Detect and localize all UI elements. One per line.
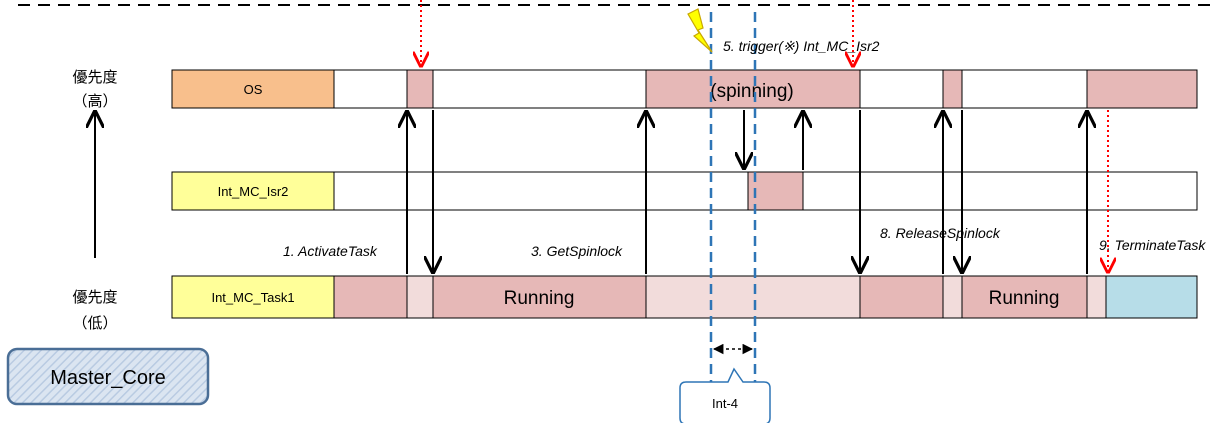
- task-block-5: [1086, 275, 1107, 319]
- lane-isr: Int_MC_Isr2: [171, 171, 1198, 211]
- task-block-idle: [1105, 275, 1198, 319]
- task-block-waiting: [645, 275, 861, 319]
- callout-label: Int-4: [712, 396, 738, 411]
- annotation-activate-task: 1. ActivateTask: [283, 243, 378, 259]
- priority-low-sub: （低）: [72, 314, 117, 332]
- os-label: OS: [244, 82, 263, 97]
- annotation-trigger: 5. trigger(※) Int_MC_Isr2: [723, 38, 880, 54]
- isr-block: [747, 171, 804, 211]
- priority-low-label: 優先度: [72, 288, 117, 306]
- task-label: Int_MC_Task1: [211, 290, 294, 305]
- lightning-icon: [687, 8, 713, 53]
- task-block-running-2: [961, 275, 1088, 319]
- os-label-box: [171, 69, 335, 109]
- task-block-4: [942, 275, 963, 319]
- task-block-running-1: [432, 275, 647, 319]
- lane-task: Int_MC_Task1 Running Running: [171, 275, 1198, 319]
- callout-box: [679, 367, 771, 423]
- annotation-release-spinlock: 8. ReleaseSpinlock: [880, 225, 1001, 241]
- isr-label-box: [171, 171, 335, 211]
- annotation-terminate-task: 9. TerminateTask: [1099, 237, 1206, 253]
- os-block-1: [406, 69, 434, 109]
- priority-high-label: 優先度: [72, 68, 117, 86]
- lane-os: OS (spinning): [171, 69, 1198, 109]
- priority-high-sub: （高）: [72, 92, 117, 110]
- isr-label: Int_MC_Isr2: [218, 184, 289, 199]
- running-label-2: Running: [989, 288, 1060, 309]
- core-badge-label: Master_Core: [50, 367, 166, 389]
- transition-arrows: [407, 110, 1087, 274]
- running-label-1: Running: [504, 288, 575, 309]
- os-block-spinning: [645, 69, 861, 109]
- task-block-1: [333, 275, 408, 319]
- task-block-3: [859, 275, 944, 319]
- trigger-arrows: [421, 0, 1108, 272]
- interrupt-window: [709, 12, 757, 384]
- os-block-4: [1086, 69, 1198, 109]
- annotation-get-spinlock: 3. GetSpinlock: [531, 243, 623, 259]
- core-badge: [6, 347, 210, 406]
- spinning-label: (spinning): [710, 81, 793, 102]
- os-block-3: [942, 69, 963, 109]
- task-block-2: [406, 275, 434, 319]
